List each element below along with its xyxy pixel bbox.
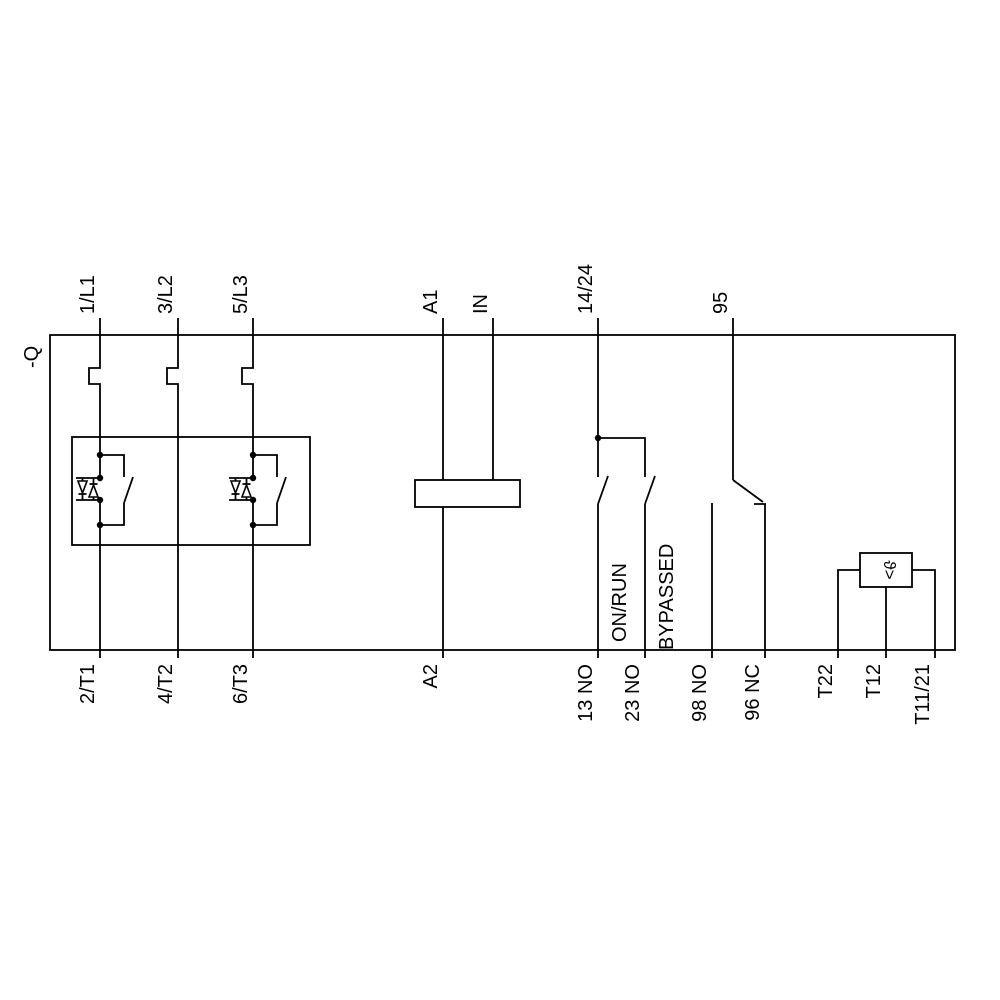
device-outline [49,334,956,651]
terminal-label-a2: A2 [420,664,442,688]
thermistor-wires [837,569,936,658]
thermistor-input: ϑ> [837,552,936,658]
terminal-label-13no: 13 NO [575,664,597,722]
phase-l2-line [166,318,179,658]
aux-contact-bypassed [594,434,656,658]
thermistor-trip-symbol: ϑ> [880,560,899,579]
terminal-label-a1: A1 [420,290,442,314]
thyristor-up-bar-l3 [242,478,251,500]
terminal-label-t22: T22 [815,664,837,698]
terminal-label-23no: 23 NO [622,664,644,722]
terminal-label-6t3: 6/T3 [230,664,252,704]
junction-dot [249,474,257,482]
phase-l2-wire [166,318,179,658]
aux-contact-on-run [597,318,609,658]
terminal-label-2t1: 2/T1 [77,664,99,704]
junction-dot [249,521,257,529]
thyristor-module-l1 [76,451,134,529]
thyristor-up-bar-l1 [89,478,98,500]
thyristor-rails-l1 [76,477,100,501]
junction-dot [96,496,104,504]
fault-contact-wires [711,318,766,658]
thyristor-rails-l3 [229,477,253,501]
terminal-label-96nc: 96 NC [742,664,764,721]
terminal-label-in: IN [470,294,492,314]
thyristor-down-bar-l1 [78,478,87,500]
terminal-label-95: 95 [710,292,732,314]
terminal-label-3l2: 3/L2 [155,275,177,314]
terminal-label-t12: T12 [863,664,885,698]
junction-dot [96,521,104,529]
terminal-label-1424: 14/24 [575,264,597,314]
fault-changeover-contact [711,318,766,658]
annotation-bypassed: BYPASSED [656,544,678,650]
junction-dot [594,434,602,442]
control-coil [414,318,521,658]
coil-symbol [414,479,521,508]
junction-dot [96,474,104,482]
junction-dot [96,451,104,459]
coil-wires [442,318,494,658]
terminal-label-4t2: 4/T2 [155,664,177,704]
junction-dot [249,451,257,459]
junction-dot [249,496,257,504]
aux-contact-13-wire [597,318,609,658]
annotation-on-run: ON/RUN [609,563,631,642]
device-designation-label: -Q [21,346,43,368]
bypass-contact-l1 [100,454,134,526]
thyristor-down-bar-l3 [231,478,240,500]
terminal-label-5l3: 5/L3 [230,275,252,314]
thyristor-module-l3 [229,451,287,529]
aux-contact-23-wire [598,437,656,658]
power-module-box [71,436,311,546]
bypass-contact-l3 [253,454,287,526]
terminal-label-t1121: T11/21 [912,664,934,725]
terminal-label-98no: 98 NO [689,664,711,722]
terminal-label-1l1: 1/L1 [77,275,99,314]
